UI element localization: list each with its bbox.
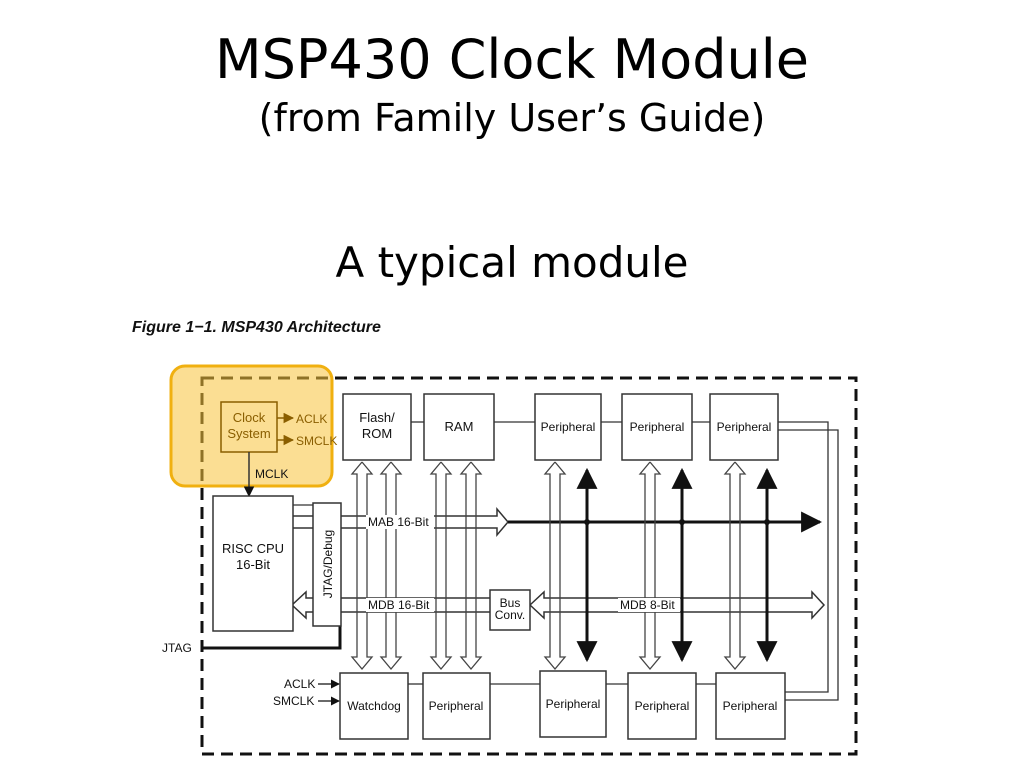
mdb16-label-bg xyxy=(366,598,434,612)
peripheral-box xyxy=(534,393,602,461)
vertical-buses xyxy=(350,461,747,671)
flash-label-1: Flash/ xyxy=(359,410,395,425)
peripheral-label: Peripheral xyxy=(635,699,690,713)
peripheral-label: Peripheral xyxy=(630,420,685,434)
cpu-label-1: RISC CPU xyxy=(222,541,284,556)
peripheral-label: Peripheral xyxy=(717,420,772,434)
mdb8-label-bg xyxy=(618,598,680,612)
mab-label-bg xyxy=(366,515,434,529)
connection-lines xyxy=(293,421,839,701)
peripheral-label: Peripheral xyxy=(546,697,601,711)
peripheral-label: Peripheral xyxy=(541,420,596,434)
cpu-label-2: 16-Bit xyxy=(236,557,270,572)
mdb8-label: MDB 8-Bit xyxy=(620,598,675,612)
clock-highlight xyxy=(169,364,334,488)
smclk-input-label: SMCLK xyxy=(273,694,314,708)
peripheral-box xyxy=(539,670,607,738)
aclk-label: ACLK xyxy=(296,412,327,426)
watchdog-box xyxy=(339,672,409,740)
jtag-debug-box xyxy=(312,502,342,627)
mdb16-label: MDB 16-Bit xyxy=(368,598,430,612)
peripheral-label: Peripheral xyxy=(723,699,778,713)
bus-junctions xyxy=(584,519,770,525)
aclk-input-label: ACLK xyxy=(284,677,315,691)
peripheral-box xyxy=(715,672,786,740)
peripheral-label: Peripheral xyxy=(429,699,484,713)
bus-conv-label-1: Bus xyxy=(500,596,521,610)
bus-conv-box xyxy=(489,589,531,631)
jtag-debug-label: JTAG/Debug xyxy=(321,530,335,598)
mdb8-bus xyxy=(529,590,826,620)
smclk-label: SMCLK xyxy=(296,434,337,448)
cpu-box xyxy=(212,495,294,632)
ram-label: RAM xyxy=(445,419,474,434)
mclk-label: MCLK xyxy=(255,467,288,481)
clock-system-label-1: Clock xyxy=(233,410,266,425)
mab-label: MAB 16-Bit xyxy=(368,515,429,529)
ram-box xyxy=(423,393,495,461)
peripheral-box xyxy=(627,672,697,740)
slide-title: MSP430 Clock Module xyxy=(215,28,809,91)
figure-caption: Figure 1−1. MSP430 Architecture xyxy=(132,319,381,336)
peripheral-box xyxy=(422,672,491,740)
section-heading: A typical module xyxy=(335,238,689,287)
watchdog-label: Watchdog xyxy=(347,699,401,713)
clock-system-label-2: System xyxy=(227,426,270,441)
device-boundary xyxy=(200,376,858,756)
data-lines xyxy=(576,467,778,663)
slide-subtitle: (from Family User’s Guide) xyxy=(258,96,766,140)
flash-label-2: ROM xyxy=(362,426,392,441)
jtag-pin-label: JTAG xyxy=(162,641,192,655)
bus-conv-label-2: Conv. xyxy=(495,608,525,622)
peripheral-box xyxy=(621,393,693,461)
peripheral-box xyxy=(709,393,779,461)
flash-rom-box xyxy=(342,393,412,461)
